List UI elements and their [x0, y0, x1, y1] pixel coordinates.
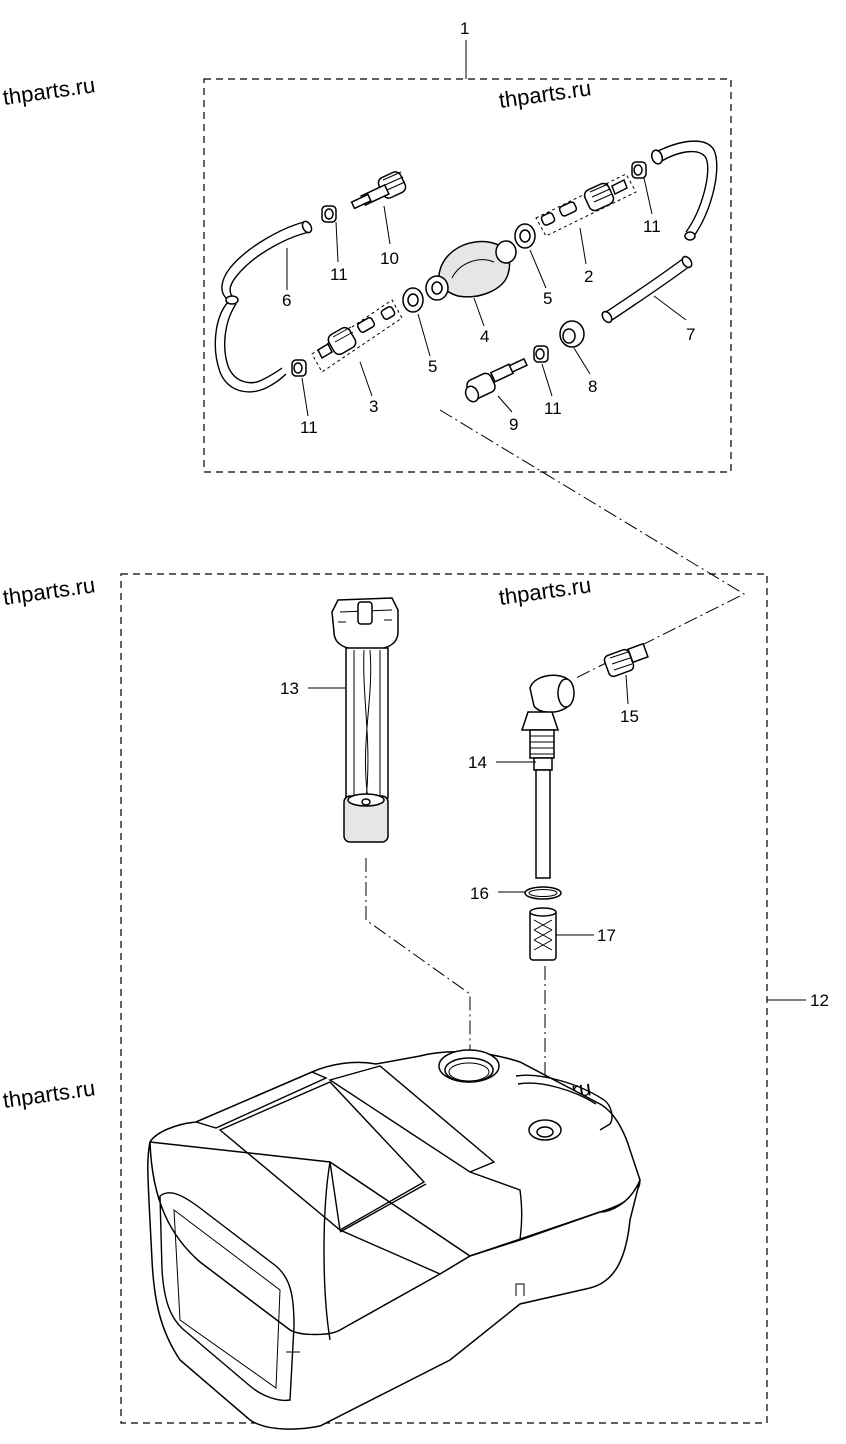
callout-4: 4: [480, 327, 489, 346]
clamp-11-bottom-left: [291, 359, 307, 377]
connection-line-13-tank: [365, 858, 471, 1060]
connector-10: [350, 171, 407, 210]
leader-lines: [286, 177, 687, 936]
callout-12: 12: [810, 991, 829, 1010]
watermark-5: thparts.ru: [1, 1075, 97, 1113]
pickup-tube-14: [520, 674, 575, 879]
callout-10: 10: [380, 249, 399, 268]
primer-bulb-4: [425, 240, 517, 301]
valve-assembly-3: [311, 299, 403, 373]
callout-15: 15: [620, 707, 639, 726]
callout-13: 13: [280, 679, 299, 698]
callout-11-bottom: 11: [544, 399, 562, 418]
hose-7: [601, 140, 718, 324]
connector-9: [464, 357, 528, 403]
callout-5-right: 5: [543, 289, 552, 308]
clamp-11-right: [631, 161, 647, 179]
o-ring-16: [524, 886, 562, 900]
filter-17: [529, 907, 557, 961]
ring-5-right: [514, 223, 536, 249]
valve-assembly-2: [535, 173, 637, 237]
callout-labels: 1 2 3 4 5 5 6 7 8 9 10 11 11 11 11 12 13…: [280, 19, 829, 1010]
callout-7: 7: [686, 325, 695, 344]
clamp-11-top-left: [321, 205, 337, 223]
callout-5-left: 5: [428, 357, 437, 376]
callout-8: 8: [588, 377, 597, 396]
watermark-3: thparts.ru: [1, 572, 97, 610]
callout-11-top-left: 11: [330, 265, 348, 284]
watermark-1: thparts.ru: [1, 72, 97, 110]
fitting-15: [603, 642, 649, 678]
callout-3: 3: [369, 397, 378, 416]
callout-1: 1: [460, 19, 469, 38]
callout-2: 2: [584, 267, 593, 286]
callout-17: 17: [597, 926, 616, 945]
clamp-11-bottom: [533, 345, 549, 363]
callout-6: 6: [282, 291, 291, 310]
fuel-line-kit-box: [203, 78, 732, 473]
callout-11-bottom-left: 11: [300, 418, 318, 437]
watermarks: thparts.ru thparts.ru thparts.ru thparts…: [1, 72, 593, 1113]
fuel-tank: [147, 1049, 641, 1430]
watermark-2: thparts.ru: [497, 75, 593, 113]
callout-9: 9: [509, 415, 518, 434]
ring-5-left: [402, 287, 424, 313]
fuel-tank-kit-box: [120, 573, 768, 1424]
callout-16: 16: [470, 884, 489, 903]
ring-8: [559, 320, 585, 348]
hose-6: [214, 220, 313, 393]
connection-line-9-15: [439, 409, 746, 679]
callout-11-right: 11: [643, 217, 661, 236]
watermark-4: thparts.ru: [497, 572, 593, 610]
callout-14: 14: [468, 753, 487, 772]
fuel-gauge-13: [331, 597, 399, 843]
